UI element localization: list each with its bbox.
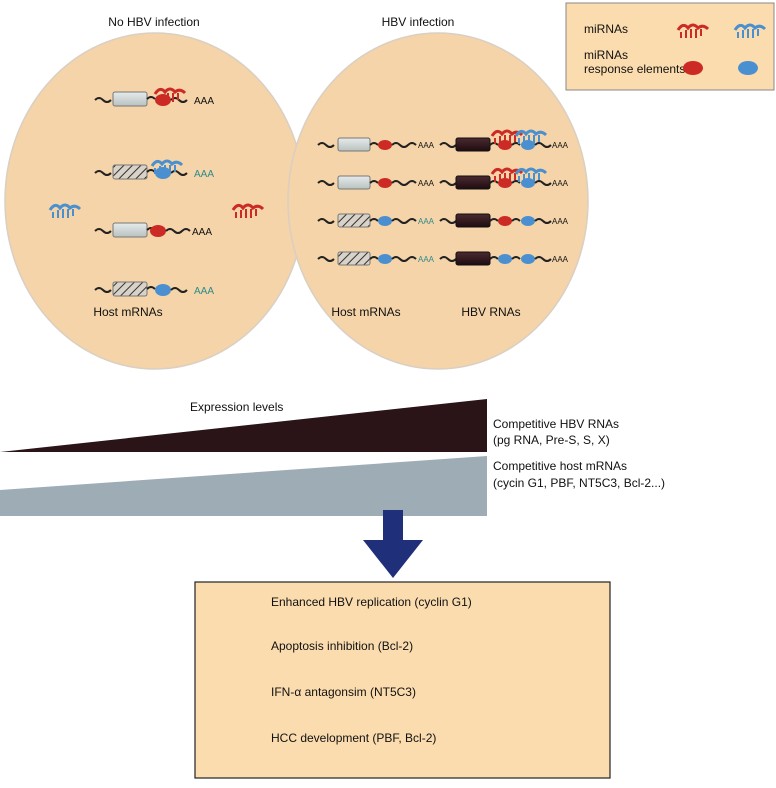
svg-text:AAA: AAA [418, 141, 435, 150]
svg-text:AAA: AAA [194, 96, 214, 107]
legend: miRNAs miRNAs response elements [565, 2, 775, 91]
legend-box [565, 2, 775, 91]
expression-levels: Expression levels Competitive HBV RNAs (… [0, 399, 665, 516]
infection-panel: HBV infection AAA AAA [287, 15, 589, 370]
host-competitor-label-1: Competitive host mRNAs [493, 459, 627, 473]
blue-mre [378, 254, 392, 264]
red-mre [150, 225, 166, 237]
svg-text:AAA: AAA [552, 141, 569, 150]
svg-text:AAA: AAA [552, 255, 569, 264]
host-mrna-transcript: AAA [94, 222, 212, 238]
transcript-row: AAA AAA [317, 129, 569, 152]
host-mrna-transcript: AAA [94, 87, 214, 107]
hbv-rna-wedge [0, 399, 487, 452]
hbv-competitor-label-2: (pg RNA, Pre-S, S, X) [493, 433, 610, 447]
red-mre [378, 178, 392, 188]
svg-text:AAA: AAA [194, 286, 214, 297]
hbv-rna-body [455, 213, 491, 228]
blue-mre-icon [738, 61, 758, 75]
outcome-item: Apoptosis inhibition (Bcl-2) [271, 639, 413, 653]
blue-mre [521, 216, 535, 226]
hbv-competitor-label-1: Competitive HBV RNAs [493, 417, 619, 431]
outcome-item: IFN-α antagonsim (NT5C3) [271, 685, 416, 699]
svg-text:AAA: AAA [552, 217, 569, 226]
host-competitor-label-2: (cycin G1, PBF, NT5C3, Bcl-2...) [493, 476, 665, 490]
transcript-row: AAA AAA [317, 213, 569, 228]
hbv-rna-body [455, 251, 491, 266]
no-infection-title: No HBV infection [108, 15, 199, 29]
svg-text:AAA: AAA [194, 169, 214, 180]
host-mrnas-label: Host mRNAs [331, 305, 400, 319]
red-mre [498, 140, 512, 150]
red-mre-icon [683, 61, 703, 75]
svg-text:AAA: AAA [418, 179, 435, 188]
host-mrna-transcript: AAA [94, 159, 214, 180]
svg-text:AAA: AAA [418, 255, 435, 264]
blue-mre [378, 216, 392, 226]
hbv-rnas-label: HBV RNAs [461, 305, 520, 319]
hbv-rna-body [455, 175, 491, 190]
infection-title: HBV infection [382, 15, 455, 29]
outcome-item: Enhanced HBV replication (cyclin G1) [271, 595, 472, 609]
no-infection-panel: No HBV infection AAA AAA [4, 15, 306, 370]
outcome-item: HCC development (PBF, Bcl-2) [271, 731, 436, 745]
host-mrnas-label: Host mRNAs [93, 305, 162, 319]
host-mrna-wedge [0, 456, 487, 516]
transcript-row: AAA AAA [317, 251, 569, 266]
legend-mre-label-1: miRNAs [584, 48, 628, 62]
svg-text:AAA: AAA [552, 179, 569, 188]
blue-mre [498, 254, 512, 264]
transcript-row: AAA AAA [317, 167, 569, 190]
host-cell-infected [287, 32, 589, 370]
red-mre [498, 178, 512, 188]
legend-mre-label-2: response elements [584, 62, 685, 76]
host-mrna-transcript: AAA [94, 281, 214, 297]
legend-mirnas-label: miRNAs [584, 22, 628, 36]
expression-title: Expression levels [190, 400, 283, 414]
red-mre [498, 216, 512, 226]
hbv-rna-body [455, 137, 491, 152]
svg-text:AAA: AAA [192, 227, 212, 238]
blue-mre [155, 167, 171, 179]
blue-mre [155, 284, 171, 296]
red-mre [378, 140, 392, 150]
down-arrow-icon [363, 510, 423, 578]
outcomes-box: Enhanced HBV replication (cyclin G1) Apo… [194, 581, 611, 779]
blue-mre [521, 254, 535, 264]
svg-text:AAA: AAA [418, 217, 435, 226]
